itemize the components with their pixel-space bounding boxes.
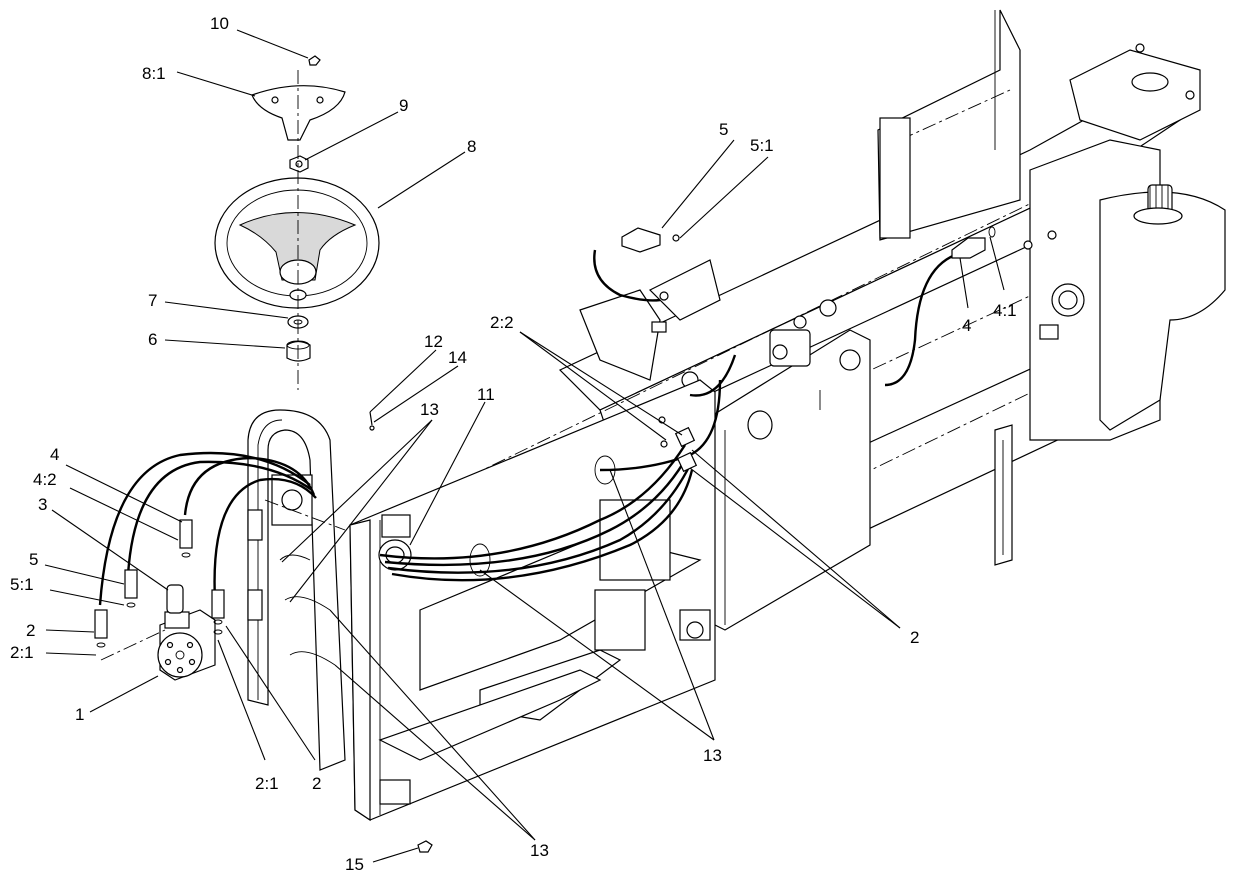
callout-5-top: 5 (719, 120, 728, 139)
callout-7: 7 (148, 291, 157, 310)
callout-15: 15 (345, 855, 364, 874)
part-6-bushing (286, 340, 311, 362)
callout-9: 9 (399, 96, 408, 115)
part-4-fitting-right (951, 237, 986, 259)
callout-labels: 10 8:1 9 8 7 6 12 14 13 11 2:2 5 5:1 4 4… (10, 14, 1017, 874)
steering-console-arch (247, 409, 346, 771)
callout-2-left: 2 (26, 621, 35, 640)
steering-wheel-assembly (214, 55, 380, 390)
callout-4-left: 4 (50, 445, 59, 464)
main-frame (349, 9, 1226, 822)
callout-2-bottom: 2 (312, 774, 321, 793)
leader-lines (44, 29, 1005, 863)
callout-2-1-bottom: 2:1 (255, 774, 279, 793)
pump-fittings (621, 226, 996, 473)
callout-3: 3 (38, 495, 47, 514)
callout-13-upper: 13 (420, 400, 439, 419)
part-4-fitting-left (179, 519, 193, 549)
part-5-fitting-top (621, 227, 661, 253)
small-parts (369, 411, 433, 853)
part-10-plug (308, 55, 321, 66)
part-8-1-cap (251, 85, 346, 141)
steering-valve-assembly (94, 519, 225, 681)
callout-2-1-left: 2:1 (10, 643, 34, 662)
callout-4-1: 4:1 (993, 301, 1017, 320)
callout-13-middle: 13 (703, 746, 722, 765)
callout-10: 10 (210, 14, 229, 33)
callout-5-1-top: 5:1 (750, 136, 774, 155)
callout-8: 8 (467, 137, 476, 156)
callout-11: 11 (477, 385, 495, 404)
callout-6: 6 (148, 330, 157, 349)
callout-14: 14 (448, 348, 467, 367)
callout-8-1: 8:1 (142, 64, 166, 83)
callout-4-2: 4:2 (33, 470, 57, 489)
callout-1: 1 (75, 705, 84, 724)
callout-5-1-left: 5:1 (10, 575, 34, 594)
part-15-plug (417, 840, 433, 853)
callout-2-right: 2 (910, 628, 919, 647)
callout-4-right: 4 (962, 316, 971, 335)
part-3-adapter (166, 584, 184, 614)
callout-5-left: 5 (29, 550, 38, 569)
callout-2-2: 2:2 (490, 313, 514, 332)
cable-ties (279, 455, 616, 666)
callout-12: 12 (424, 332, 443, 351)
callout-13-lower: 13 (530, 841, 549, 860)
